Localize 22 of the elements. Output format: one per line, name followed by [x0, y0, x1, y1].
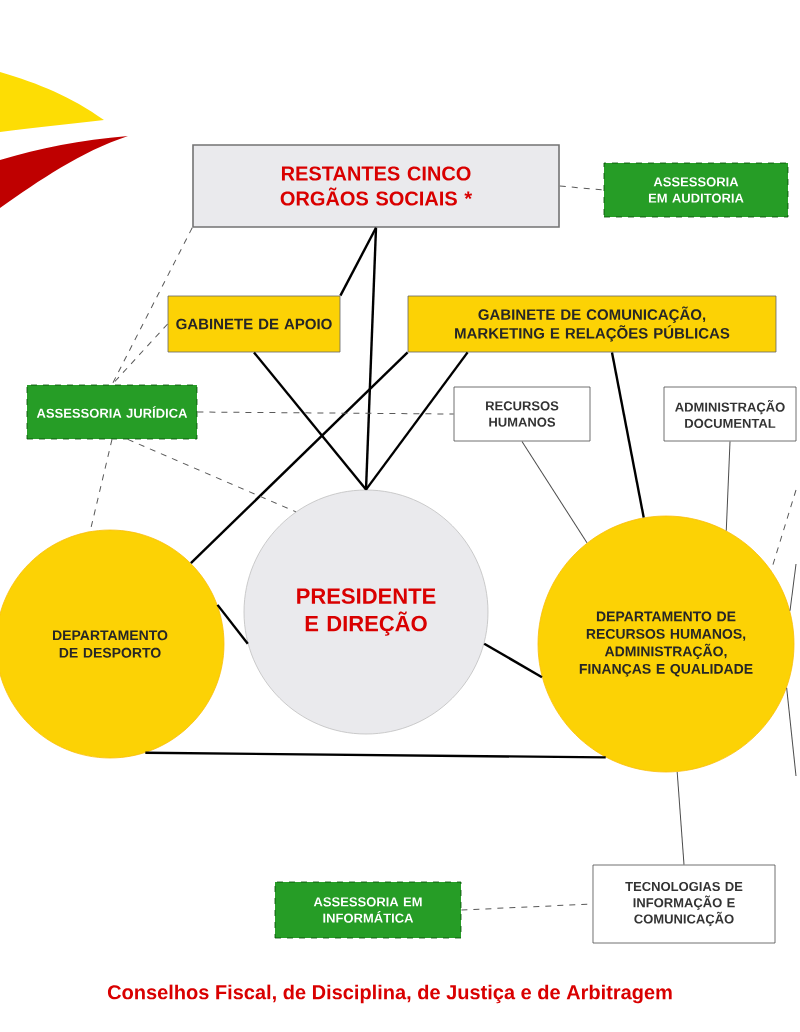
connector-line	[190, 351, 409, 564]
connector-line	[196, 411, 455, 415]
connector-line	[364, 227, 378, 490]
connector-line	[111, 323, 169, 386]
connector-line	[89, 438, 113, 532]
connector-line	[145, 751, 606, 759]
header-box: RESTANTES CINCO ORGÃOS SOCIAIS *	[192, 144, 560, 228]
connector-line	[725, 440, 731, 532]
connector-line	[610, 352, 645, 518]
connector-line	[559, 185, 605, 191]
connector-line	[676, 771, 685, 866]
connector-line	[253, 351, 367, 491]
footnote-text: Conselhos Fiscal, de Disciplina, de Justiça e de Arbitragem	[107, 984, 672, 1004]
connector-line	[483, 642, 543, 679]
connector-line	[339, 227, 378, 297]
connector-line	[789, 563, 797, 612]
connector-line	[786, 687, 797, 777]
connector-line	[111, 227, 193, 386]
connector-line	[216, 604, 249, 645]
connector-line	[521, 440, 588, 544]
connector-line	[127, 438, 297, 513]
connector-line	[365, 351, 469, 491]
